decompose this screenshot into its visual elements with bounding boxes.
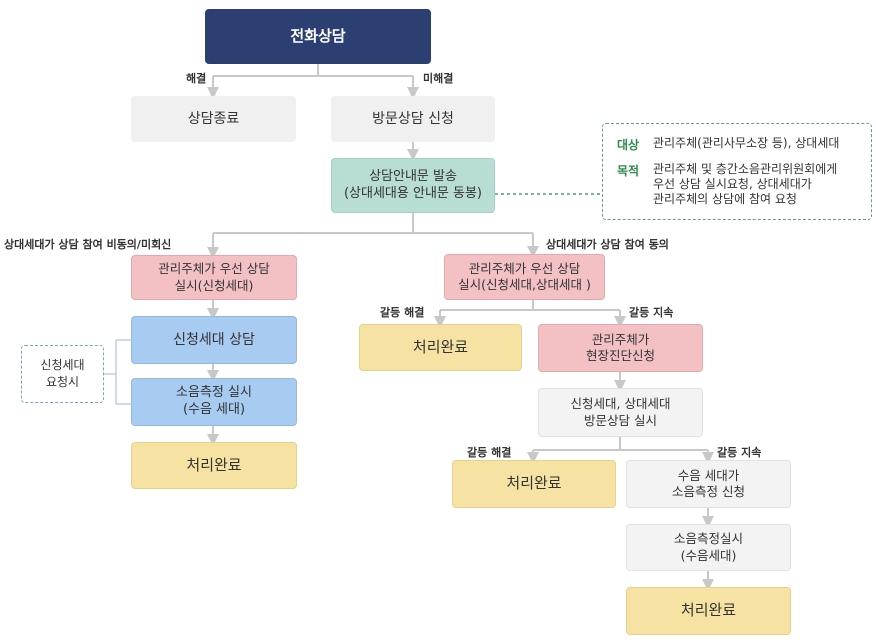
field-diag-line-1: 관리주체가 bbox=[591, 331, 650, 347]
purpose-line-2: 우선 상담 실시요청, 상대세대가 bbox=[653, 177, 812, 191]
consult-end-label: 상담종료 bbox=[187, 110, 240, 127]
final-done-label: 처리완료 bbox=[680, 601, 737, 620]
measure-apply-line-2: 소음측정 신청 bbox=[672, 484, 745, 499]
target-value: 관리주체(관리사무소장 등), 상대세대 bbox=[653, 136, 840, 150]
agree-label: 상대세대가 상담 참여 동의 bbox=[546, 238, 669, 251]
conflict-continue-label-1: 갈등 지속 bbox=[629, 306, 674, 319]
applicant-request-note: 신청세대 요청시 bbox=[21, 345, 104, 403]
mid-done-label: 처리완료 bbox=[412, 337, 469, 356]
visit-apply-label: 방문상담 신청 bbox=[372, 110, 454, 127]
left-mgmt-line-1: 관리주체가 우선 상담 bbox=[158, 261, 270, 277]
target-key: 대상 bbox=[617, 138, 640, 152]
side-note-line-1: 신청세대 bbox=[40, 358, 85, 373]
final-done-node: 처리완료 bbox=[626, 587, 791, 635]
notice-line-1: 상담안내문 발송 bbox=[369, 168, 457, 184]
measure-apply-line-1: 수음 세대가 bbox=[677, 467, 740, 483]
left-mgmt-line-2: 실시(신청세대) bbox=[174, 277, 254, 293]
conflict-resolved-label-2: 갈등 해결 bbox=[467, 446, 512, 459]
left-mgmt-consult-node: 관리주체가 우선 상담 실시(신청세대) bbox=[131, 255, 297, 300]
measure-run-line-1: 소음측정실시 bbox=[673, 531, 743, 547]
target-purpose-note: 대상 관리주체(관리사무소장 등), 상대세대 목적 관리주체 및 층간소음관리… bbox=[602, 123, 872, 220]
left-measure-node: 소음측정 실시 (수음 세대) bbox=[131, 378, 297, 426]
field-diagnosis-node: 관리주체가 현장진단신청 bbox=[538, 324, 703, 372]
side-note-line-2: 요청시 bbox=[45, 375, 80, 389]
mid-done-node: 처리완료 bbox=[359, 324, 522, 371]
measure-run-line-2: (수음세대) bbox=[680, 547, 737, 563]
purpose-value: 관리주체 및 층간소음관리위원회에게 우선 상담 실시요청, 상대세대가 관리주… bbox=[653, 162, 837, 207]
right-mgmt-line-1: 관리주체가 우선 상담 bbox=[468, 260, 581, 276]
lower-done-node: 처리완료 bbox=[452, 460, 616, 508]
left-measure-line-2: (수음 세대) bbox=[182, 402, 246, 417]
purpose-line-1: 관리주체 및 층간소음관리위원회에게 bbox=[653, 162, 838, 176]
conflict-resolved-label-1: 갈등 해결 bbox=[380, 306, 425, 319]
phone-consult-node: 전화상담 bbox=[205, 9, 431, 64]
field-diag-line-2: 현장진단신청 bbox=[585, 348, 655, 363]
right-mgmt-consult-node: 관리주체가 우선 상담 실시(신청세대,상대세대 ) bbox=[444, 254, 605, 300]
both-visit-node: 신청세대, 상대세대 방문상담 실시 bbox=[538, 388, 703, 437]
purpose-line-3: 관리주체의 상담에 참여 요청 bbox=[653, 192, 797, 206]
right-mgmt-line-2: 실시(신청세대,상대세대 ) bbox=[458, 277, 591, 292]
notice-node: 상담안내문 발송 (상대세대용 안내문 동봉) bbox=[331, 158, 495, 213]
applicant-consult-label: 신청세대 상담 bbox=[173, 331, 255, 348]
left-done-node: 처리완료 bbox=[131, 442, 297, 489]
disagree-label: 상대세대가 상담 참여 비동의/미회신 bbox=[4, 238, 172, 251]
resolved-label: 해결 bbox=[186, 72, 207, 85]
measure-run-node: 소음측정실시 (수음세대) bbox=[626, 524, 791, 571]
lower-done-label: 처리완료 bbox=[506, 474, 562, 493]
left-measure-line-1: 소음측정 실시 bbox=[176, 385, 252, 401]
purpose-key: 목적 bbox=[617, 164, 640, 178]
both-visit-line-2: 방문상담 실시 bbox=[584, 412, 657, 428]
left-done-label: 처리완료 bbox=[186, 455, 242, 474]
both-visit-line-1: 신청세대, 상대세대 bbox=[570, 396, 671, 412]
unresolved-label: 미해결 bbox=[423, 72, 454, 85]
visit-apply-node: 방문상담 신청 bbox=[331, 96, 495, 142]
consult-end-node: 상담종료 bbox=[131, 96, 296, 142]
conflict-continue-label-2: 갈등 지속 bbox=[717, 446, 762, 459]
phone-consult-label: 전화상담 bbox=[290, 26, 346, 45]
notice-line-2: (상대세대용 안내문 동봉) bbox=[343, 185, 482, 201]
applicant-consult-node: 신청세대 상담 bbox=[131, 316, 297, 364]
measure-apply-node: 수음 세대가 소음측정 신청 bbox=[626, 460, 791, 508]
